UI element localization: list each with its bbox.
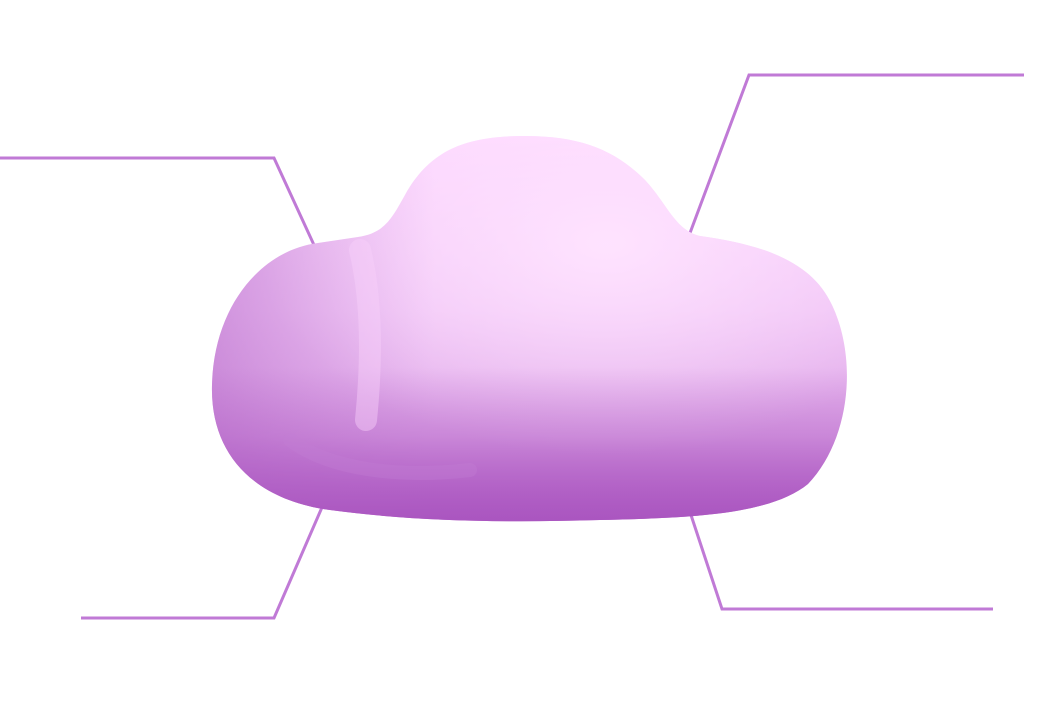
leader-line-bottom-left: [81, 504, 325, 620]
leader-line-top-left: [0, 156, 316, 246]
leader-line-top-right: [688, 73, 1024, 234]
cloud-shape: [211, 135, 847, 522]
leader-line-bottom-right: [688, 511, 993, 611]
